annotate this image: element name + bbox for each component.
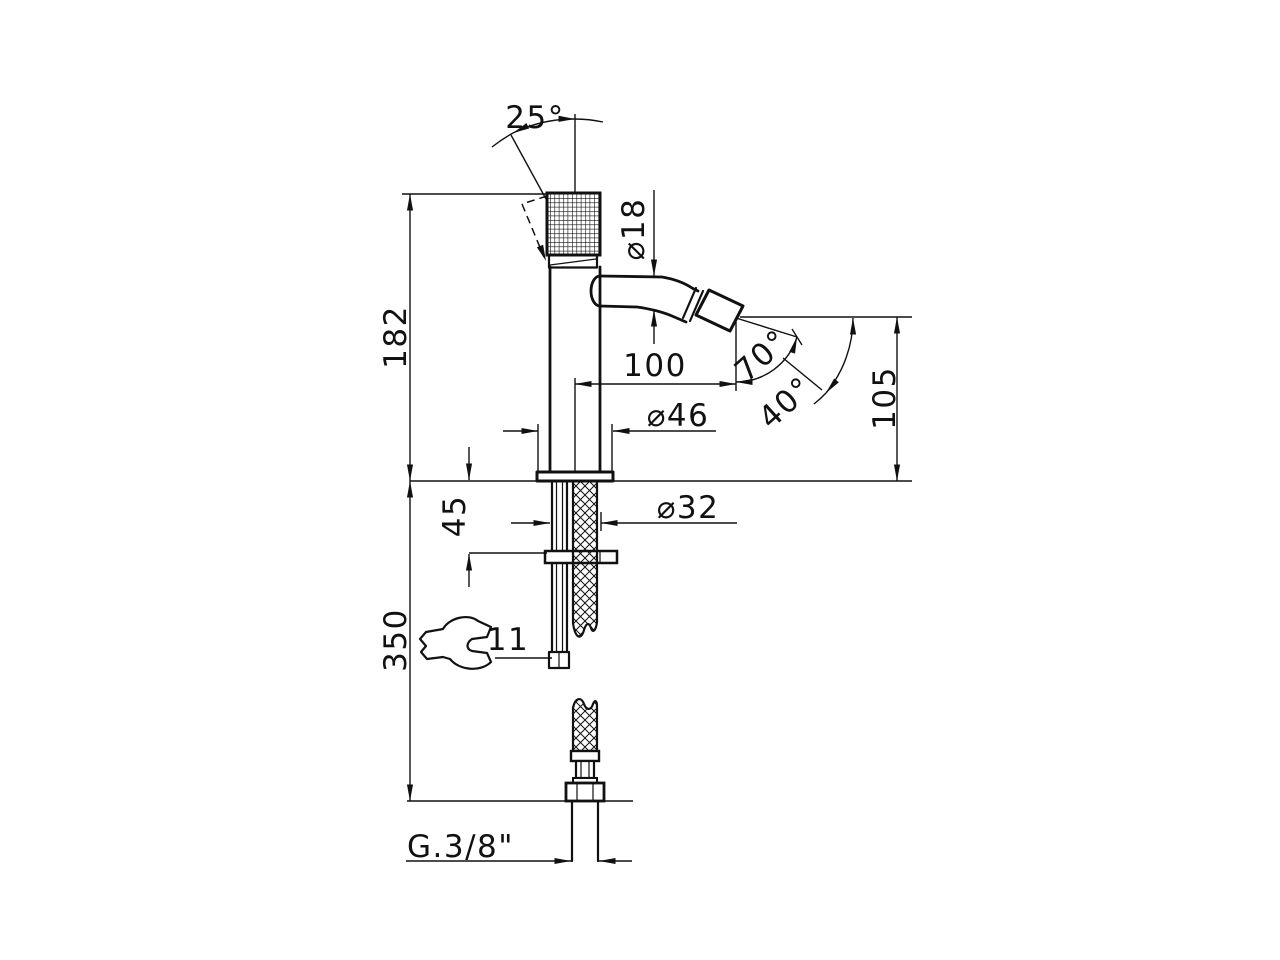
dim-350: 350 [378, 480, 633, 802]
spray-ray-70 [735, 317, 798, 338]
dim-105: 105 [867, 316, 903, 482]
nut-flat-lines [576, 783, 594, 801]
angle-arc-70 [735, 336, 798, 386]
handle-neck [547, 253, 599, 269]
arc-overshoot-left [491, 132, 514, 148]
arc-overshoot-right [574, 118, 604, 123]
aerator-joint-line-2 [688, 289, 705, 323]
label-182: 182 [378, 305, 414, 369]
aerator-tip [694, 288, 745, 333]
label-25-degrees: 25° [505, 100, 564, 136]
dim-32: ⌀32 [511, 490, 737, 531]
label-100: 100 [623, 348, 687, 384]
tilted-knob-outline-top [521, 195, 548, 205]
label-105: 105 [867, 366, 903, 430]
supply-hose [564, 479, 606, 863]
angle-arc-40 [825, 317, 857, 394]
dim-wrench-11: 11 [418, 616, 552, 670]
label-diameter-32: ⌀32 [657, 490, 720, 526]
dim-100: 100 [574, 348, 737, 471]
label-wrench-11: 11 [487, 622, 529, 658]
hose-lower-segment [571, 698, 599, 753]
label-diameter-18: ⌀18 [616, 198, 652, 261]
dim-182: 182 [378, 193, 546, 482]
hose-crimp-collar [569, 749, 601, 763]
label-45: 45 [437, 495, 473, 537]
dim-46: ⌀46 [503, 398, 716, 471]
dim-18: ⌀18 [616, 190, 658, 344]
wrench-icon [418, 616, 493, 670]
label-350: 350 [378, 608, 414, 672]
handle-knob [545, 191, 602, 257]
handle-swing-annotation: 25° [491, 100, 604, 261]
label-diameter-46: ⌀46 [647, 398, 710, 434]
handle-tilt-ray [510, 134, 547, 200]
label-thread-g38: G.3/8" [407, 829, 514, 865]
faucet-body [535, 191, 745, 483]
dim-45: 45 [437, 447, 547, 587]
neck-chamfer-line [549, 258, 597, 266]
hex-flat-lines [580, 761, 590, 778]
threaded-rod-inner [555, 481, 564, 652]
angle-arc-25 [512, 115, 576, 134]
thread-pipe [570, 799, 600, 863]
hose-hex-section [574, 759, 596, 780]
spout-back-round [589, 274, 602, 308]
threaded-rod-outline [550, 479, 569, 654]
spout-top-edge [598, 274, 700, 293]
base-plate [535, 470, 615, 483]
aerator-joint-line-1 [681, 286, 698, 320]
dim-g38: G.3/8" [406, 829, 632, 865]
connection-hex-nut [564, 781, 606, 803]
tilted-knob-arrow [536, 244, 546, 261]
arc-40-overshoot [813, 392, 827, 405]
tilted-knob-outline-side [521, 203, 545, 258]
hose-upper-segment [571, 479, 599, 638]
